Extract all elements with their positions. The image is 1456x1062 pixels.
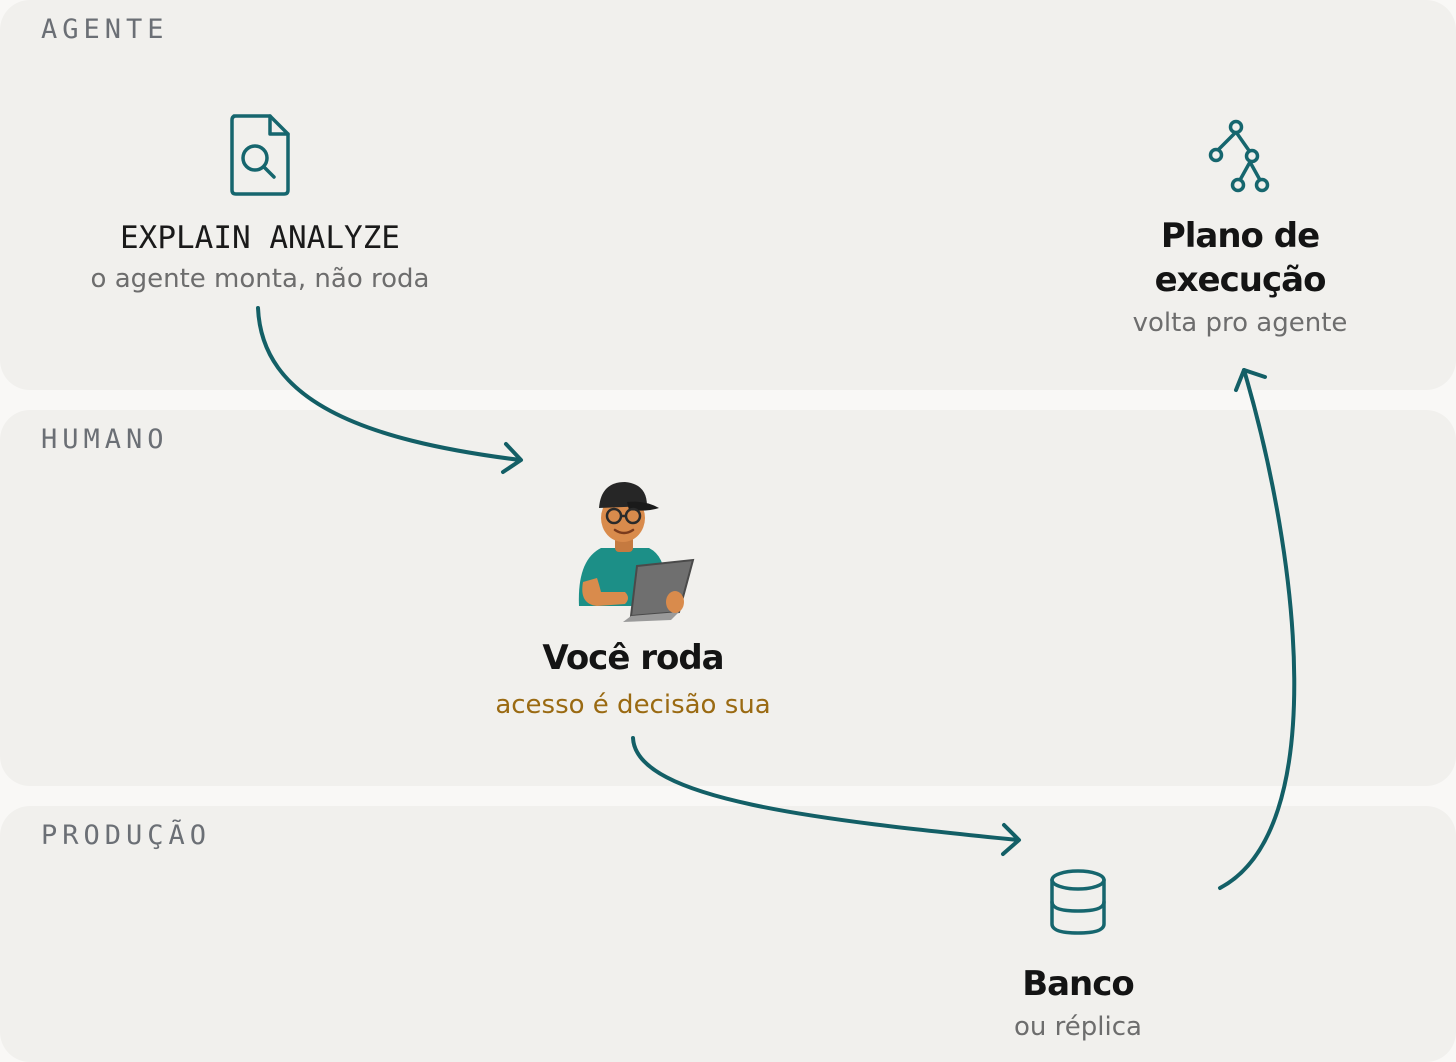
file-search-icon	[230, 114, 290, 196]
banco-title: Banco	[1022, 964, 1135, 1004]
node-banco: Banco ou réplica	[928, 868, 1228, 1044]
node-voce-roda: Você roda acesso é decisão sua	[433, 478, 833, 722]
node-explain-analyze: EXPLAIN ANALYZE o agente monta, não roda	[40, 112, 480, 296]
lane-producao: PRODUÇÃO	[0, 806, 1456, 1062]
database-icon	[1050, 869, 1106, 935]
plano-title-line2: execução	[1154, 260, 1327, 300]
node-plano-execucao: Plano de execução volta pro agente	[1060, 118, 1420, 340]
plano-subtitle: volta pro agente	[1132, 308, 1348, 338]
voce-subtitle: acesso é decisão sua	[495, 690, 771, 720]
explain-title: EXPLAIN ANALYZE	[120, 220, 400, 256]
lane-label-producao: PRODUÇÃO	[41, 820, 212, 851]
lane-label-humano: HUMANO	[41, 424, 169, 455]
voce-title: Você roda	[542, 638, 724, 678]
tree-graph-icon	[1208, 119, 1270, 193]
banco-subtitle: ou réplica	[1014, 1012, 1142, 1042]
lane-label-agente: AGENTE	[41, 14, 169, 45]
explain-subtitle: o agente monta, não roda	[90, 264, 430, 294]
person-laptop-avatar	[578, 482, 695, 622]
plano-title-line1: Plano de	[1160, 216, 1320, 256]
lane-humano: HUMANO	[0, 410, 1456, 786]
